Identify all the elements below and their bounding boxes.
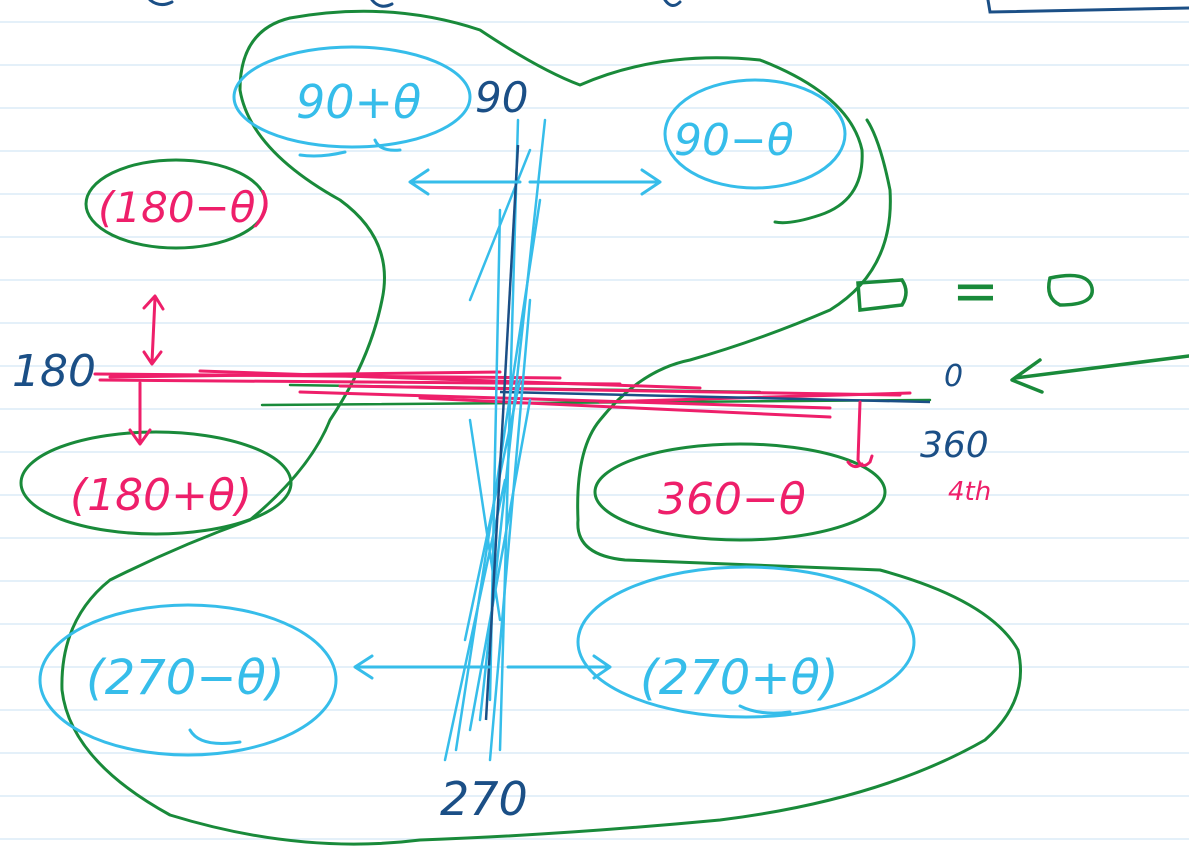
- axis-label-360: 360: [920, 425, 989, 466]
- horizontal-axis-navy: [499, 390, 931, 404]
- arrow-left-top: [408, 168, 522, 196]
- pink-arrows: [128, 294, 874, 469]
- cyan-squiggles: [188, 138, 792, 745]
- axis-label-90: 90: [475, 73, 528, 122]
- oval-180-plus-theta: [19, 430, 293, 536]
- label-90-plus-theta: 90+θ: [296, 75, 421, 129]
- axis-label-270: 270: [440, 772, 528, 826]
- equation-shapes: [856, 273, 1094, 312]
- axis-label-0: 0: [944, 359, 963, 394]
- oval-90-minus-theta: [663, 78, 847, 190]
- axis-label-180: 180: [12, 346, 96, 397]
- arrow-down-180: [128, 381, 152, 446]
- label-90-minus-theta: 90−θ: [674, 115, 794, 166]
- arrow-down-360: [856, 400, 874, 467]
- label-270-minus-theta: (270−θ): [86, 650, 285, 706]
- label-180-minus-theta: (180−θ): [98, 183, 272, 232]
- oval-180-minus-theta: [84, 158, 268, 250]
- equation-right-shape: [1047, 273, 1094, 307]
- oval-270-minus-theta: [38, 603, 338, 757]
- arrow-right-top: [528, 168, 662, 196]
- green-grouping-loops: [19, 9, 1022, 846]
- oval-360-minus-theta: [593, 442, 887, 542]
- top-edge-strokes: [148, 0, 1189, 14]
- label-4th: 4th: [948, 477, 991, 507]
- label-180-plus-theta: (180+θ): [70, 470, 252, 521]
- vertical-axis-navy: [484, 144, 520, 721]
- arrow-left-bottom: [353, 654, 492, 680]
- label-360-minus-theta: 360−θ: [658, 474, 806, 525]
- green-arrow-to-zero: [1010, 354, 1189, 394]
- ruled-lines: [0, 21, 1189, 840]
- oval-270-plus-theta: [576, 565, 916, 719]
- vertical-axis-cyan: [443, 118, 547, 762]
- cyan-arrows: [353, 168, 662, 680]
- arrow-right-bottom: [506, 654, 612, 680]
- equation-left-box: [856, 278, 908, 312]
- oval-90-plus-theta: [232, 45, 472, 149]
- label-270-plus-theta: (270+θ): [640, 650, 839, 706]
- equation-equals-sign: =: [952, 259, 999, 324]
- cyan-ovals: [38, 45, 916, 757]
- arrow-up-down-180: [142, 294, 165, 366]
